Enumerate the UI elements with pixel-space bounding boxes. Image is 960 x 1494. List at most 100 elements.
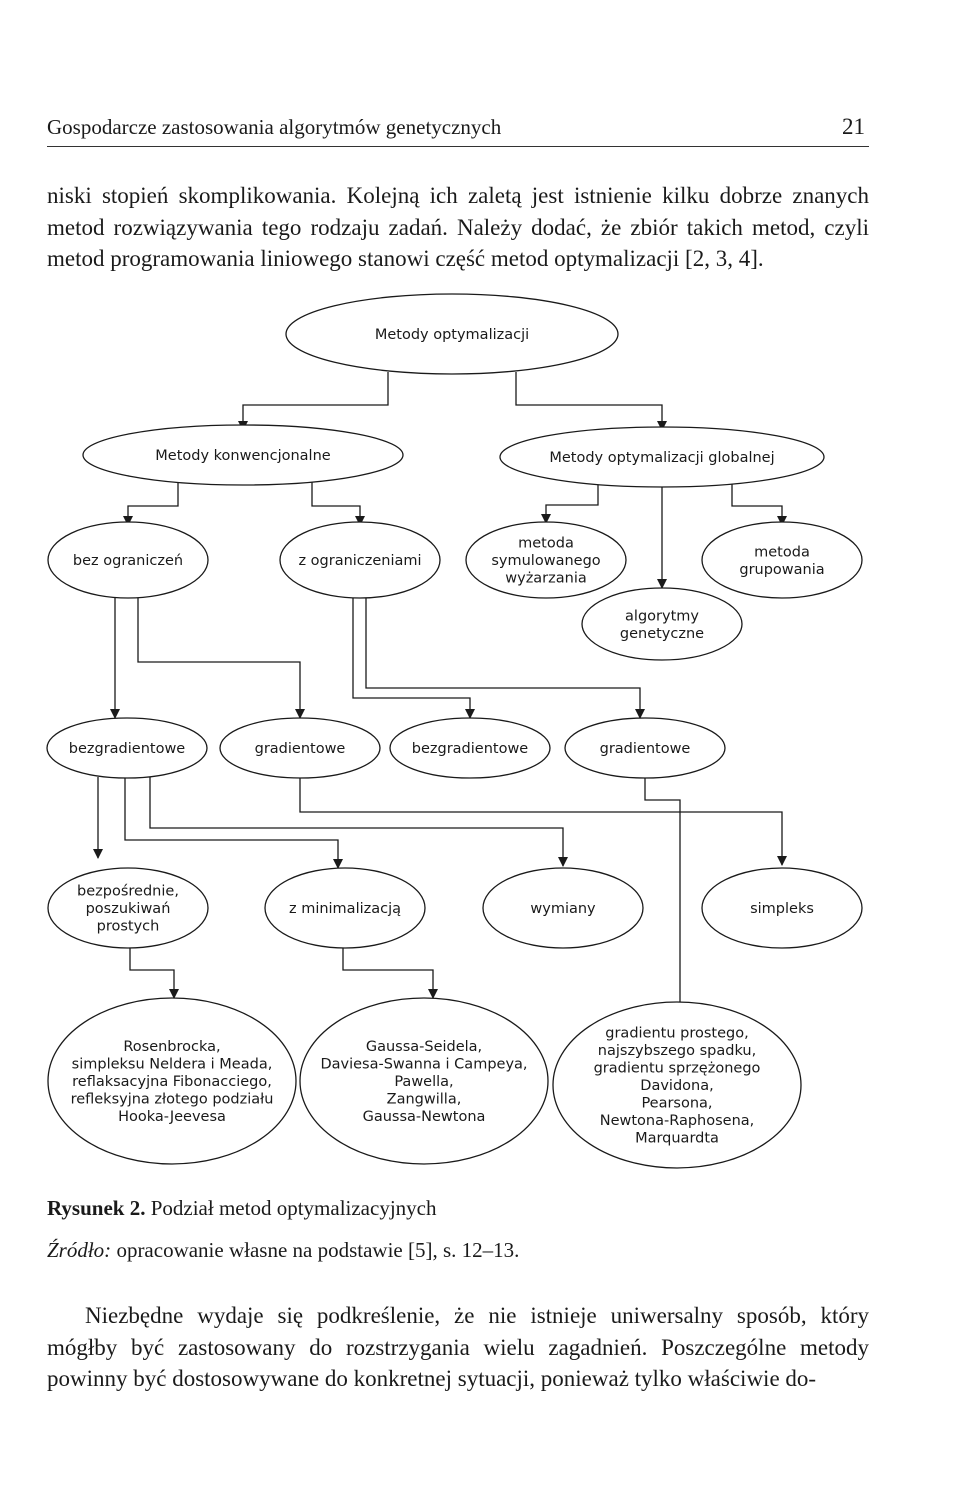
node-label-line: Davidona, (640, 1078, 713, 1094)
node-grouping-label: metoda grupowania (739, 544, 824, 578)
node-label-line: simpleks (750, 901, 814, 917)
node-root-label: Metody optymalizacji (375, 327, 529, 343)
node-minimization: z minimalizacją (264, 867, 426, 949)
node-exchange: wymiany (482, 867, 644, 949)
node-uc-gradient-label: gradientowe (255, 741, 346, 757)
diagram-nodes: Metody optymalizacji Metody konwencjonal… (46, 293, 863, 1169)
node-label-line: gradientowe (255, 741, 346, 757)
node-global: Metody optymalizacji globalnej (499, 426, 825, 488)
connector-root-global (515, 372, 667, 431)
connector-conventional-constrained (311, 478, 365, 526)
connector-root-conventional (238, 372, 389, 431)
node-label-line: metoda (518, 536, 574, 552)
node-label-line: genetyczne (620, 626, 704, 642)
node-methods-min-label: Gaussa-Seidela, Daviesa-Swanna i Campeya,… (320, 1039, 527, 1125)
connector-c-gradient-methods (644, 777, 685, 1013)
node-genetic: algorytmy genetyczne (581, 587, 743, 661)
node-label-line: wyżarzania (505, 571, 587, 587)
node-minimization-label: z minimalizacją (289, 901, 401, 917)
page-number: 21 (842, 114, 865, 139)
node-label-line: simpleksu Neldera i Meada, (72, 1057, 273, 1073)
node-label-line: bez ograniczeń (73, 553, 183, 569)
node-methods-direct-label: Rosenbrocka,simpleksu Neldera i Meada,re… (71, 1039, 274, 1125)
node-simplex-label: simpleks (750, 901, 814, 917)
node-label-line: Pearsona, (641, 1096, 712, 1112)
node-label-line: grupowania (739, 562, 824, 578)
paragraph-intro: niski stopień skomplikowania. Kolejną ic… (47, 183, 869, 271)
node-label-line: Gaussa-Newtona (363, 1109, 486, 1125)
node-c-gradient-free-label: bezgradientowe (412, 741, 529, 757)
node-label-line: Rosenbrocka, (123, 1039, 220, 1055)
node-label-line: z ograniczeniami (298, 553, 421, 569)
figure-source: Źródło: opracowanie własne na podstawie … (47, 1238, 519, 1263)
node-label-line: Hooka-Jeevesa (118, 1109, 226, 1125)
node-label-line: Metody optymalizacji (375, 327, 529, 343)
node-methods-min: Gaussa-Seidela, Daviesa-Swanna i Campeya,… (299, 997, 549, 1165)
node-label-line: poszukiwań (86, 901, 171, 917)
node-label-line: Marquardta (635, 1131, 719, 1147)
connector-min-methods (342, 946, 438, 999)
node-c-gradient: gradientowe (564, 717, 726, 779)
node-label-line: z minimalizacją (289, 901, 401, 917)
node-exchange-label: wymiany (530, 901, 596, 917)
node-label-line: symulowanego (491, 553, 600, 569)
node-uc-gradient-free-label: bezgradientowe (69, 741, 186, 757)
connector-global-annealing (541, 484, 599, 524)
node-label-line: refleksyjna złotego podziału (71, 1092, 274, 1108)
node-genetic-label: algorytmy genetyczne (620, 608, 704, 642)
connector-global-grouping (731, 484, 787, 526)
node-label-line: Metody optymalizacji globalnej (549, 450, 774, 466)
running-header: Gospodarcze zastosowania algorytmów gene… (47, 110, 869, 147)
node-label-line: algorytmy (625, 608, 699, 624)
node-simplex: simpleks (701, 867, 863, 949)
node-global-label: Metody optymalizacji globalnej (549, 450, 774, 466)
node-label-line: bezgradientowe (69, 741, 186, 757)
node-label-line: bezgradientowe (412, 741, 529, 757)
node-label-line: bezpośrednie, (77, 884, 179, 900)
connector-constrained-gradient-free (352, 598, 475, 719)
source-label: Źródło: (47, 1238, 112, 1262)
node-methods-gradient-label: gradientu prostego,najszybszego spadku, g… (594, 1026, 761, 1147)
node-label-line: gradientu sprzężonego (594, 1061, 761, 1077)
diagram-connectors (93, 372, 787, 1013)
node-grouping: metoda grupowania (701, 521, 863, 599)
node-uc-gradient-free: bezgradientowe (46, 717, 208, 779)
connector-constrained-gradient (365, 598, 645, 719)
node-label-line: Zangwilla, (387, 1092, 462, 1108)
node-label-line: wymiany (530, 901, 596, 917)
node-label-line: Metody konwencjonalne (155, 448, 330, 464)
node-methods-gradient: gradientu prostego,najszybszego spadku, g… (552, 1001, 802, 1169)
paragraph-conclusion: Niezbędne wydaje się podkreślenie, że ni… (47, 1303, 869, 1391)
running-title: Gospodarcze zastosowania algorytmów gene… (47, 115, 502, 139)
figure-title: Podział metod optymalizacyjnych (145, 1196, 437, 1220)
node-label-line: najszybszego spadku, (598, 1043, 756, 1059)
node-c-gradient-free: bezgradientowe (389, 717, 551, 779)
node-constrained-label: z ograniczeniami (298, 553, 421, 569)
node-conventional-label: Metody konwencjonalne (155, 448, 330, 464)
node-conventional: Metody konwencjonalne (82, 424, 404, 486)
node-label-line: Pawella, (394, 1074, 453, 1090)
node-label-line: Gaussa-Seidela, (366, 1039, 482, 1055)
node-constrained: z ograniczeniami (279, 521, 441, 599)
connector-conventional-unconstrained (123, 478, 179, 526)
node-root: Metody optymalizacji (285, 293, 619, 375)
node-unconstrained-label: bez ograniczeń (73, 553, 183, 569)
node-label-line: gradientowe (600, 741, 691, 757)
node-label-line: metoda (754, 544, 810, 560)
figure-label: Rysunek 2. (47, 1196, 146, 1220)
connector-unconstrained-gradient (137, 598, 305, 719)
connector-uc-gradient-simplex (299, 777, 787, 866)
node-unconstrained: bez ograniczeń (47, 521, 209, 599)
node-label-line: gradientu prostego, (605, 1026, 748, 1042)
node-label-line: Daviesa-Swanna i Campeya, (320, 1057, 527, 1073)
node-label-line: reflaksacyjna Fibonacciego, (72, 1074, 272, 1090)
source-text: opracowanie własne na podstawie [5], s. … (111, 1238, 520, 1262)
connector-direct-methods (129, 946, 179, 999)
node-uc-gradient: gradientowe (219, 717, 381, 779)
figure-caption: Rysunek 2. Podział metod optymalizacyjny… (47, 1196, 436, 1221)
